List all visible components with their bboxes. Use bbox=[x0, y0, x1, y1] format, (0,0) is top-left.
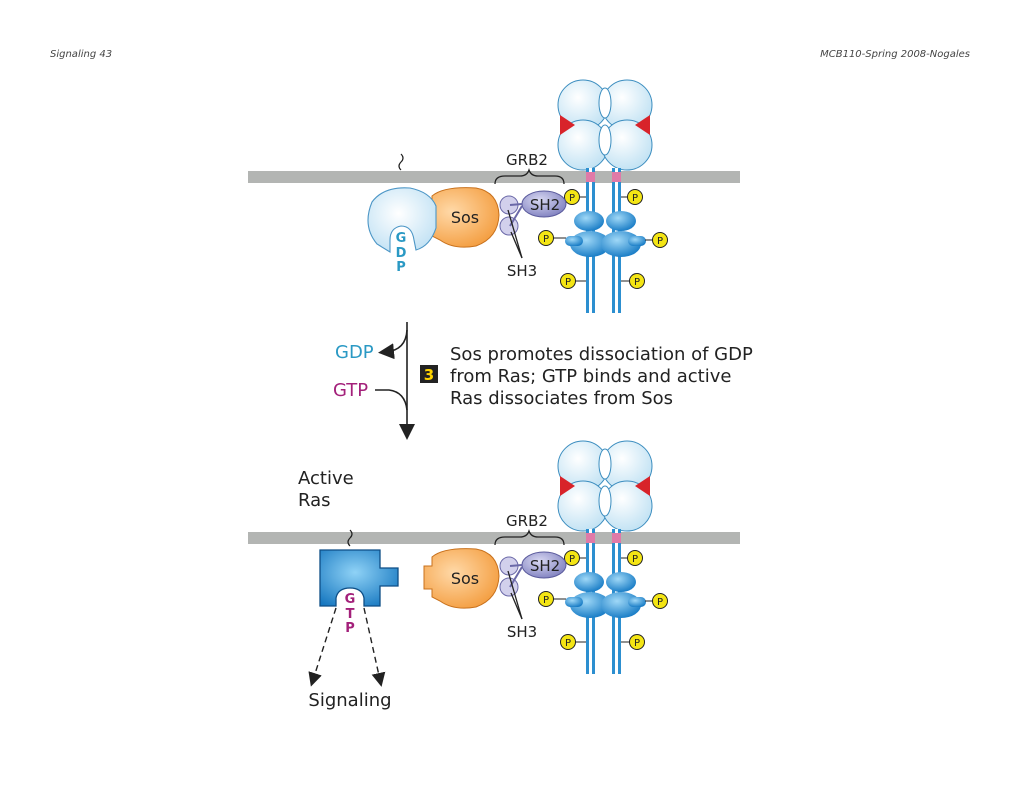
plasma-membrane-top bbox=[248, 171, 740, 183]
phospho-label: P bbox=[565, 638, 571, 649]
phospho-site bbox=[538, 591, 554, 607]
kinase-domains-bottom bbox=[565, 572, 646, 618]
step-arrow: GDP GTP 3 Sos promotes dissociation of G… bbox=[333, 322, 753, 440]
signaling-arrow-right bbox=[363, 607, 386, 687]
svg-text:D: D bbox=[396, 246, 407, 261]
gtp-binding-label: GTP bbox=[333, 380, 368, 401]
phosphotyrosines-top: P P P P P P bbox=[538, 189, 668, 289]
signaling-label: Signaling bbox=[308, 690, 391, 711]
phospho-label: P bbox=[632, 193, 638, 204]
ras-tether-top bbox=[398, 153, 404, 171]
plasma-membrane-bottom bbox=[248, 532, 740, 544]
sh2-label: SH2 bbox=[530, 557, 560, 575]
phospho-site bbox=[652, 593, 668, 609]
sh3-label: SH3 bbox=[507, 623, 537, 641]
phosphotyrosines-bottom: P P P P P P bbox=[538, 550, 668, 650]
sos-label: Sos bbox=[451, 208, 479, 227]
grb2-label: GRB2 bbox=[506, 151, 548, 169]
receptor-extracellular-top bbox=[557, 79, 653, 171]
phospho-label: P bbox=[632, 554, 638, 565]
top-panel: P P P P P P GRB2 SH2 Sos bbox=[248, 79, 740, 313]
receptor-extracellular-bottom bbox=[557, 440, 653, 532]
phospho-label: P bbox=[565, 277, 571, 288]
gtp-entry-arrow bbox=[375, 389, 408, 411]
svg-text:P: P bbox=[396, 260, 406, 275]
step-caption-line-3: Ras dissociates from Sos bbox=[450, 388, 673, 409]
phospho-site bbox=[560, 273, 576, 289]
phospho-site bbox=[564, 550, 580, 566]
step-number: 3 bbox=[424, 366, 434, 384]
phospho-label: P bbox=[569, 554, 575, 565]
phospho-label: P bbox=[634, 638, 640, 649]
kinase-domains-top bbox=[565, 211, 646, 257]
phospho-label: P bbox=[657, 597, 663, 608]
gdp-vertical-label: G D P bbox=[396, 231, 407, 275]
phospho-site bbox=[629, 634, 645, 650]
phospho-site bbox=[627, 550, 643, 566]
sos-protein bbox=[423, 548, 500, 609]
sh2-label: SH2 bbox=[530, 196, 560, 214]
grb2-bracket bbox=[494, 528, 565, 546]
phospho-label: P bbox=[543, 234, 549, 245]
phospho-site bbox=[652, 232, 668, 248]
sos-label: Sos bbox=[451, 569, 479, 588]
slide-header-right: MCB110-Spring 2008-Nogales bbox=[820, 49, 970, 60]
sh3-domain bbox=[499, 577, 519, 597]
phospho-site bbox=[629, 273, 645, 289]
phospho-site bbox=[564, 189, 580, 205]
gtp-vertical-label: G T P bbox=[345, 592, 356, 636]
sh3-pointer bbox=[510, 231, 523, 259]
phospho-label: P bbox=[634, 277, 640, 288]
phospho-label: P bbox=[657, 236, 663, 247]
gdp-released-label: GDP bbox=[335, 342, 374, 363]
phospho-site bbox=[560, 634, 576, 650]
sh3-pointer bbox=[510, 592, 523, 620]
ras-inactive bbox=[367, 187, 437, 253]
sh3-domain bbox=[499, 216, 519, 236]
phospho-label: P bbox=[543, 595, 549, 606]
signaling-arrow-left bbox=[308, 607, 337, 687]
svg-text:G: G bbox=[396, 231, 407, 246]
slide-header-left: Signaling 43 bbox=[50, 49, 113, 60]
svg-text:G: G bbox=[345, 592, 356, 607]
grb2-bracket bbox=[494, 167, 565, 185]
step-caption-line-2: from Ras; GTP binds and active bbox=[450, 366, 731, 387]
sh3-pointer bbox=[507, 209, 523, 259]
gdp-release-arrow bbox=[378, 329, 408, 360]
step-caption-line-1: Sos promotes dissociation of GDP bbox=[450, 344, 753, 365]
active-ras-label-line-2: Ras bbox=[298, 490, 331, 511]
bottom-panel: P P P P P P GRB2 SH2 Sos bbox=[248, 440, 740, 711]
sos-protein bbox=[419, 187, 500, 248]
phospho-site bbox=[627, 189, 643, 205]
step-badge bbox=[420, 365, 438, 383]
sh3-label: SH3 bbox=[507, 262, 537, 280]
grb2-label: GRB2 bbox=[506, 512, 548, 530]
svg-text:P: P bbox=[345, 621, 355, 636]
svg-text:T: T bbox=[346, 607, 355, 622]
phospho-label: P bbox=[569, 193, 575, 204]
active-ras-label-line-1: Active bbox=[298, 468, 354, 489]
ras-active bbox=[319, 549, 399, 607]
phospho-site bbox=[538, 230, 554, 246]
sh3-pointer bbox=[507, 570, 523, 620]
ras-tether-bottom bbox=[347, 529, 353, 547]
